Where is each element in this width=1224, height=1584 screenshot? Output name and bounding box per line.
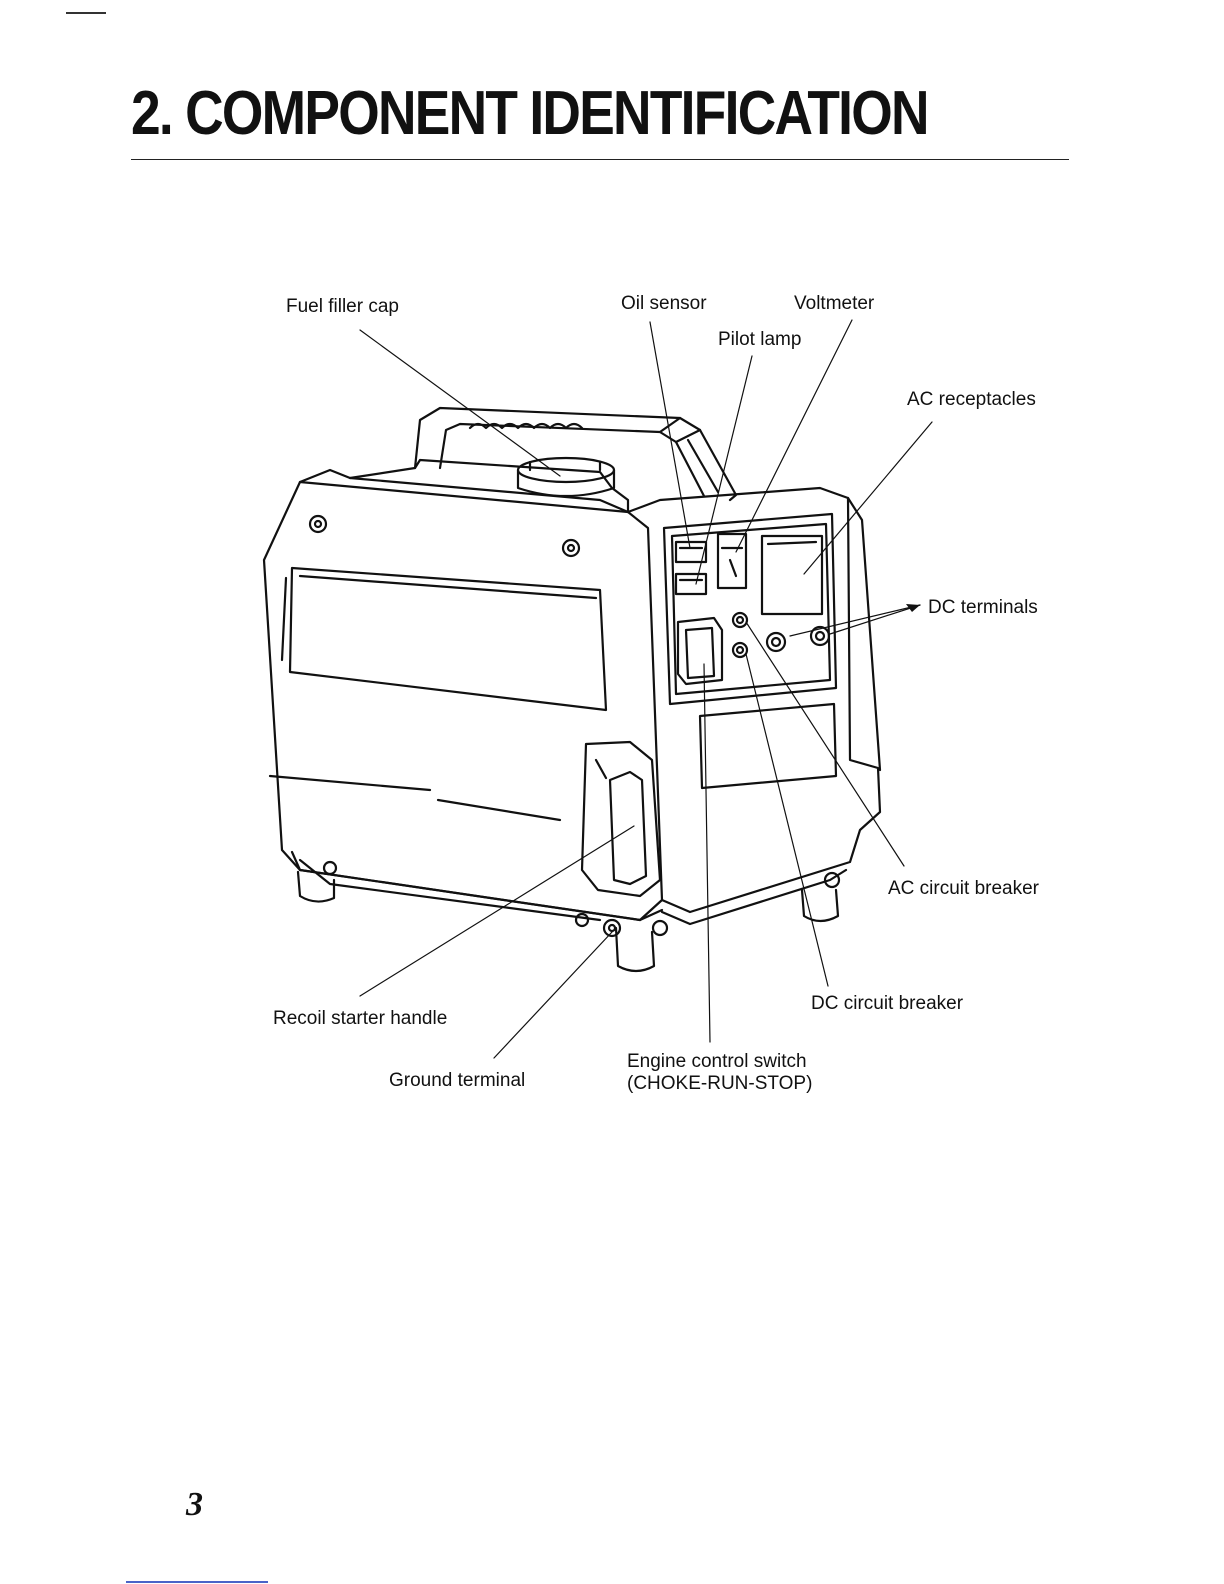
voltmeter xyxy=(718,534,746,588)
recoil-housing xyxy=(582,742,660,896)
leader-ground xyxy=(494,932,612,1058)
foot-front xyxy=(616,928,654,971)
label-ac-receptacles: AC receptacles xyxy=(907,389,1036,411)
label-oil-sensor: Oil sensor xyxy=(621,293,707,315)
label-fuel-filler-cap: Fuel filler cap xyxy=(286,296,399,318)
label-ground-terminal: Ground terminal xyxy=(389,1070,525,1092)
bottom-mark xyxy=(126,1581,268,1583)
leader-dc-breaker xyxy=(746,654,828,986)
foot-left xyxy=(298,872,334,902)
label-engine-control-switch-line1: Engine control switch xyxy=(627,1051,812,1073)
oil-sensor-lamp xyxy=(676,542,706,562)
leader-recoil xyxy=(360,826,634,996)
dc-terminal-1 xyxy=(767,633,785,651)
label-dc-circuit-breaker: DC circuit breaker xyxy=(811,993,963,1015)
dc-circuit-breaker xyxy=(733,643,747,657)
ac-receptacle xyxy=(762,536,822,614)
page-number: 3 xyxy=(186,1486,203,1524)
ac-circuit-breaker xyxy=(733,613,747,627)
label-engine-control-switch: Engine control switch (CHOKE-RUN-STOP) xyxy=(627,1051,812,1095)
pilot-lamp xyxy=(676,574,706,594)
label-pilot-lamp: Pilot lamp xyxy=(718,329,801,351)
label-dc-terminals: DC terminals xyxy=(928,597,1038,619)
side-panel xyxy=(290,568,606,710)
dc-terminal-2 xyxy=(811,627,829,645)
body-left-face xyxy=(264,482,662,920)
ground-terminal xyxy=(604,920,620,936)
foot-right xyxy=(802,890,838,921)
leader-dc-terminals-2 xyxy=(830,605,920,634)
leader-oil-sensor xyxy=(650,322,690,548)
leader-engine-switch xyxy=(704,664,710,1042)
label-recoil-starter-handle: Recoil starter handle xyxy=(273,1008,447,1030)
label-ac-circuit-breaker: AC circuit breaker xyxy=(888,878,1039,900)
leader-dc-terminals-1 xyxy=(790,605,920,636)
carry-handle xyxy=(415,408,736,500)
leader-fuel-cap xyxy=(360,330,560,476)
right-vent xyxy=(700,704,836,788)
recoil-handle xyxy=(610,772,646,884)
label-engine-control-switch-line2: (CHOKE-RUN-STOP) xyxy=(627,1073,812,1095)
leader-ac-breaker xyxy=(746,622,904,866)
label-voltmeter: Voltmeter xyxy=(794,293,874,315)
leader-ac-receptacles xyxy=(804,422,932,574)
